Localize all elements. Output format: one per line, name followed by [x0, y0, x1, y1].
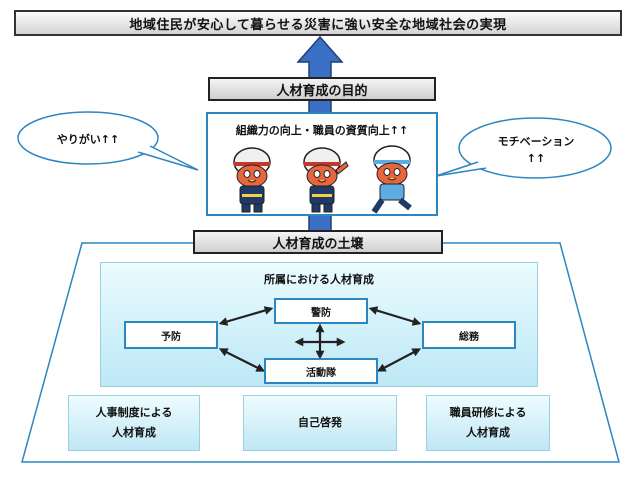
left-speech-bubble — [17, 111, 199, 171]
workplace-training-title: 所属における人材育成 — [264, 273, 374, 286]
arrow-top-right — [368, 306, 422, 326]
purpose-text: 組織力の向上・職員の資質向上↑↑ — [235, 124, 409, 137]
right-bubble-line2: ↑↑ — [526, 152, 546, 165]
self-development-box: 自己啓発 — [243, 395, 397, 451]
hr-system-line2: 人材育成 — [112, 426, 156, 439]
foundation-title-bar: 人材育成の土壌 — [193, 230, 443, 254]
node-soumu: 総務 — [422, 321, 516, 349]
hr-system-line1: 人事制度による — [95, 406, 173, 419]
purpose-panel: 組織力の向上・職員の資質向上↑↑ — [206, 112, 438, 216]
right-bubble-text: モチベーション ↑↑ — [466, 133, 606, 167]
mascots-illustration — [233, 145, 412, 214]
arrow-left-top — [218, 306, 274, 326]
foundation-title: 人材育成の土壌 — [272, 236, 364, 252]
staff-training-line1: 職員研修による — [449, 406, 527, 419]
mascot-1-icon — [233, 147, 271, 213]
hr-system-box: 人事制度による 人材育成 — [68, 395, 200, 451]
purpose-title: 人材育成の目的 — [276, 83, 368, 99]
self-development-line1: 自己啓発 — [298, 416, 342, 429]
mascot-2-icon — [303, 147, 349, 213]
goal-banner: 地域住民が安心して暮らせる災害に強い安全な地域社会の実現 — [14, 10, 622, 36]
mascot-3-icon — [371, 145, 412, 214]
right-bubble-line1: モチベーション — [497, 135, 575, 148]
goal-text: 地域住民が安心して暮らせる災害に強い安全な地域社会の実現 — [129, 17, 507, 33]
arrow-bottom-right — [376, 348, 422, 372]
node-yobou: 予防 — [124, 321, 218, 349]
left-bubble-text: やりがい↑↑ — [56, 133, 120, 146]
staff-training-box: 職員研修による 人材育成 — [426, 395, 550, 451]
arrow-left-bottom — [218, 348, 266, 372]
node-katsudoutai: 活動隊 — [264, 358, 378, 384]
purpose-title-bar: 人材育成の目的 — [208, 77, 436, 101]
node-keibou: 警防 — [274, 298, 368, 324]
staff-training-line2: 人材育成 — [466, 426, 510, 439]
